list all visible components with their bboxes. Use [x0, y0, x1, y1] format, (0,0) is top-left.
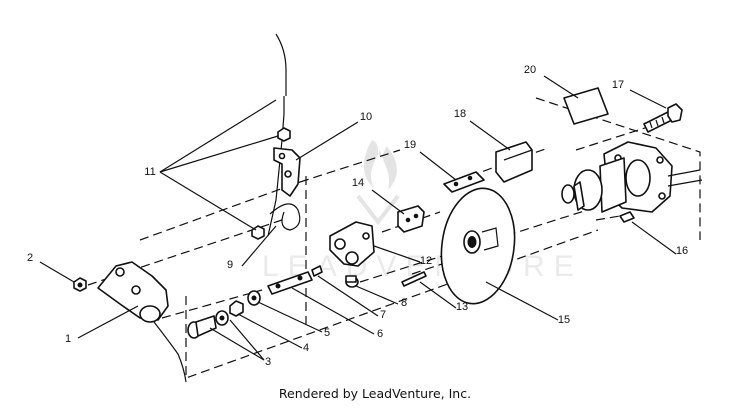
callout-12: 12 [420, 255, 432, 267]
part-16-key [619, 211, 635, 223]
render-credit-caption: Rendered by LeadVenture, Inc. [278, 386, 472, 401]
callout-2: 2 [27, 252, 33, 264]
part-2-nut [73, 277, 87, 292]
part-7-pin [311, 265, 323, 277]
part-19-flat-plate [443, 171, 485, 193]
part-10-cable-bracket [273, 147, 301, 197]
part-6-link-plate [267, 271, 313, 295]
part-9-spring-clip [269, 203, 301, 231]
part-18-bracket-block [495, 141, 533, 183]
part-17-bolt [643, 103, 683, 133]
callout-17: 17 [612, 79, 624, 91]
callout-4: 4 [303, 342, 309, 354]
alignment-lines [87, 97, 701, 379]
callout-1: 1 [65, 333, 71, 345]
hub-assembly [561, 141, 703, 213]
part-5-washer [247, 290, 261, 306]
callout-10: 10 [360, 111, 372, 123]
leader-lines [39, 75, 677, 361]
part-14-bracket [397, 205, 425, 233]
callout-14: 14 [352, 177, 364, 189]
callout-8: 8 [401, 297, 407, 309]
part-1-control-bracket [97, 261, 187, 383]
callout-11: 11 [144, 166, 155, 178]
callout-16: 16 [676, 245, 688, 257]
callout-6: 6 [377, 328, 383, 340]
callout-15: 15 [558, 314, 570, 326]
callout-7: 7 [380, 309, 386, 321]
callout-9: 9 [227, 259, 233, 271]
callout-3: 3 [265, 356, 271, 368]
part-12-pivot-block [329, 221, 375, 267]
part-8-bushing [345, 275, 359, 288]
callout-20: 20 [524, 64, 536, 76]
throttle-cable [267, 33, 287, 237]
part-20-decal [563, 87, 609, 125]
callout-5: 5 [324, 327, 330, 339]
callout-19: 19 [404, 139, 416, 151]
part-13-roll-pin [401, 271, 427, 287]
callout-18: 18 [454, 108, 466, 120]
part-15-drive-disc [440, 187, 516, 305]
part-3-bolt [187, 310, 229, 339]
part-4-nut [229, 300, 244, 317]
callout-13: 13 [456, 301, 468, 313]
